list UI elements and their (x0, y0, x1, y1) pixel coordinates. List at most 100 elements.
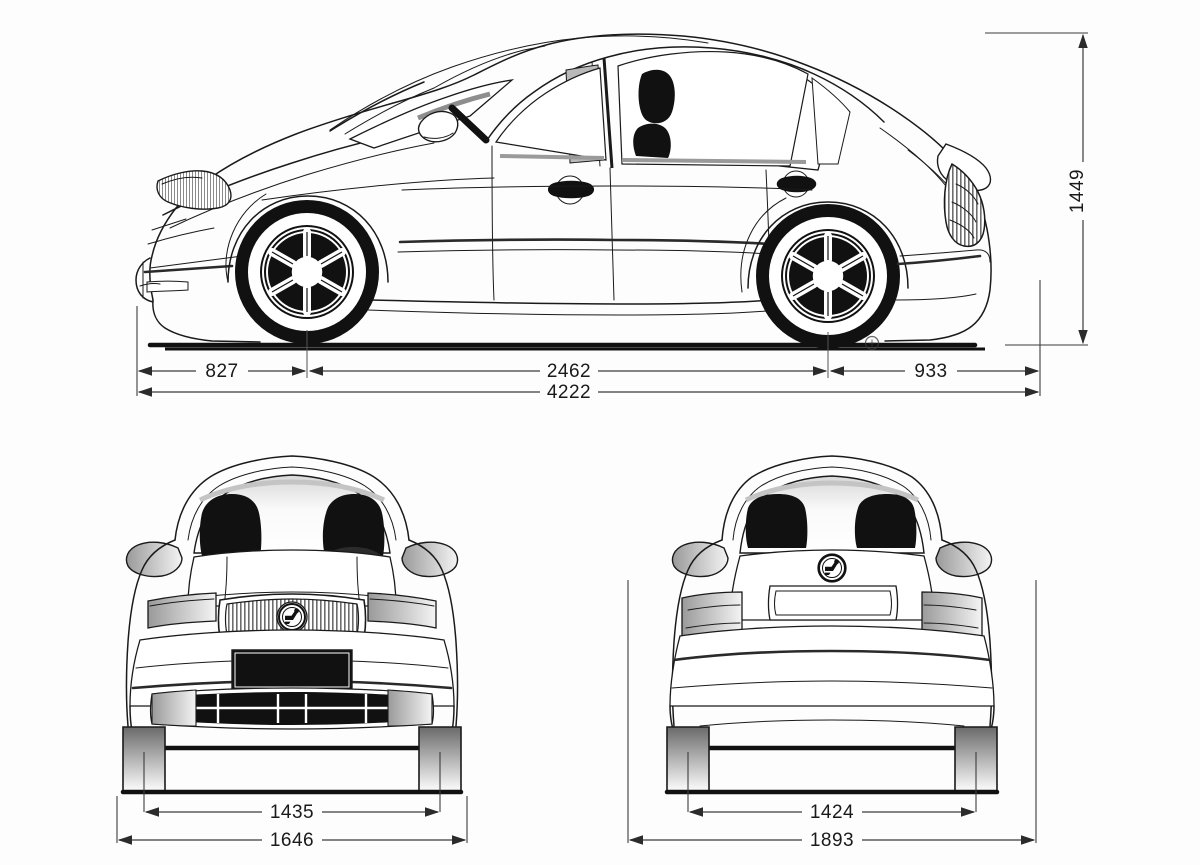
rear-roof-outline (721, 455, 943, 541)
side-mirror-detail (423, 132, 454, 139)
headlight-icon (156, 170, 232, 210)
front-roof-outline (174, 455, 410, 541)
rear-left-headrest (745, 494, 808, 548)
side-fog-lamp (146, 280, 189, 293)
rear-taillight-bars (685, 604, 979, 629)
side-front-headrest (638, 69, 675, 124)
dim-label-bg-1449 (1072, 162, 1094, 220)
dim-label-bg-2462 (540, 360, 598, 382)
dimension-overall-width: 1646 (270, 830, 314, 851)
side-shoulder-line (401, 185, 813, 191)
taillight-bar-2 (951, 201, 977, 223)
rear-bumper-line (671, 680, 993, 689)
side-front-bumper-lower (152, 299, 261, 343)
rear-bumper-strip (672, 649, 992, 662)
dim-label-bg-1435 (262, 801, 322, 823)
dim-label-bg-4222 (540, 381, 598, 403)
rear-view (664, 455, 1000, 795)
side-door-shutline-front (491, 145, 495, 301)
dim-label-bg-1424 (802, 801, 862, 823)
door-handle-icon-rear (776, 175, 817, 193)
rear-left-mirror-icon (671, 541, 729, 578)
rear-right-mirror-icon (935, 541, 993, 578)
dimension-width-with-mirrors: 1893 (810, 830, 854, 851)
license-plate-border (234, 652, 350, 688)
front-intake-dividers (158, 694, 426, 723)
side-windscreen-base-trim (417, 91, 491, 121)
front-right-fender-outline (408, 539, 459, 727)
side-hood-crease (169, 142, 435, 229)
front-bonnet-lower-line (189, 591, 395, 599)
six-spoke-alloy-wheel-icon-rear (785, 232, 871, 320)
side-rocker-lower (367, 307, 793, 316)
skoda-winged-arrow-badge-front (278, 603, 306, 631)
front-left-headrest (199, 494, 262, 556)
side-rear-lower-valance (895, 293, 977, 301)
side-rear-wheel-arch (747, 201, 909, 289)
front-left-fender-outline (125, 539, 176, 727)
dimension-overall-length: 4222 (547, 382, 591, 403)
side-front-wheel-arch (227, 195, 389, 283)
six-spoke-alloy-wheel-icon (264, 228, 350, 316)
side-mirror-icon (417, 110, 459, 143)
side-rear-wheel (756, 204, 900, 348)
side-quarter-window (811, 76, 851, 165)
side-shoulder-line-front (261, 177, 495, 201)
headlight-icon-right (367, 592, 437, 629)
side-rear-arch-inner (740, 197, 787, 293)
side-roof-inner-line (329, 35, 709, 131)
headlight-detail (161, 176, 203, 185)
dim-label-bg-933 (905, 360, 957, 382)
side-front-bumper-nose (135, 257, 154, 303)
rear-view-dimensions: 1424 1893 (627, 580, 1037, 851)
taillight-bar-1 (955, 183, 979, 205)
side-grille-line (151, 218, 187, 231)
side-fascia-line-1 (147, 227, 215, 245)
skoda-winged-arrow-badge-rear (818, 554, 846, 582)
dimension-front-track: 1435 (270, 802, 314, 823)
dimension-rear-overhang: 933 (914, 361, 947, 382)
dimension-overall-height: 1449 (1067, 169, 1088, 213)
side-beltline-trim-front (499, 154, 605, 160)
license-plate-icon (231, 649, 353, 691)
rear-right-headrest (854, 494, 917, 548)
side-beltline-trim (621, 158, 807, 164)
front-fog-lamp-left (151, 689, 197, 727)
headlight-icon-left (147, 592, 217, 629)
rear-bumper (669, 625, 995, 707)
side-front-arch-inner (225, 193, 267, 283)
side-view (135, 33, 992, 351)
rear-plate-recess-inner (774, 590, 892, 616)
front-right-mirror-icon (401, 541, 459, 578)
front-view-dimensions: 1435 1646 (116, 752, 468, 851)
side-steering-wheel (448, 104, 490, 144)
front-fog-lamp-right (387, 689, 433, 727)
side-front-door-window (494, 67, 607, 161)
taillight-icon (943, 162, 986, 248)
front-left-mirror-icon (125, 541, 183, 578)
rear-screen-trim (744, 480, 920, 503)
side-view-dimensions: 827 2462 933 4222 1449 (136, 32, 1094, 403)
side-fascia-line-2 (149, 254, 251, 269)
door-handle-icon-front (548, 180, 594, 199)
side-windscreen-top (433, 45, 546, 89)
side-rear-bumper-top (899, 249, 991, 263)
dim-label-bg-1646 (262, 829, 322, 851)
side-bumper-strip (143, 264, 234, 274)
side-body-molding-lower (397, 249, 801, 257)
dimension-rear-track: 1424 (810, 802, 854, 823)
side-door-shutline-center (609, 167, 615, 301)
rear-valance-line (699, 719, 965, 727)
dimension-wheelbase: 2462 (547, 361, 591, 382)
side-rear-bumper-strip (896, 254, 982, 266)
front-windscreen-trim (198, 479, 386, 503)
front-right-headrest (322, 494, 385, 556)
side-front-wheel (235, 200, 379, 344)
side-front-seat-back (633, 123, 671, 158)
side-greenhouse-outline (486, 46, 885, 141)
dimension-front-overhang: 827 (205, 361, 238, 382)
dim-label-bg-1893 (802, 829, 862, 851)
front-view (120, 455, 464, 795)
